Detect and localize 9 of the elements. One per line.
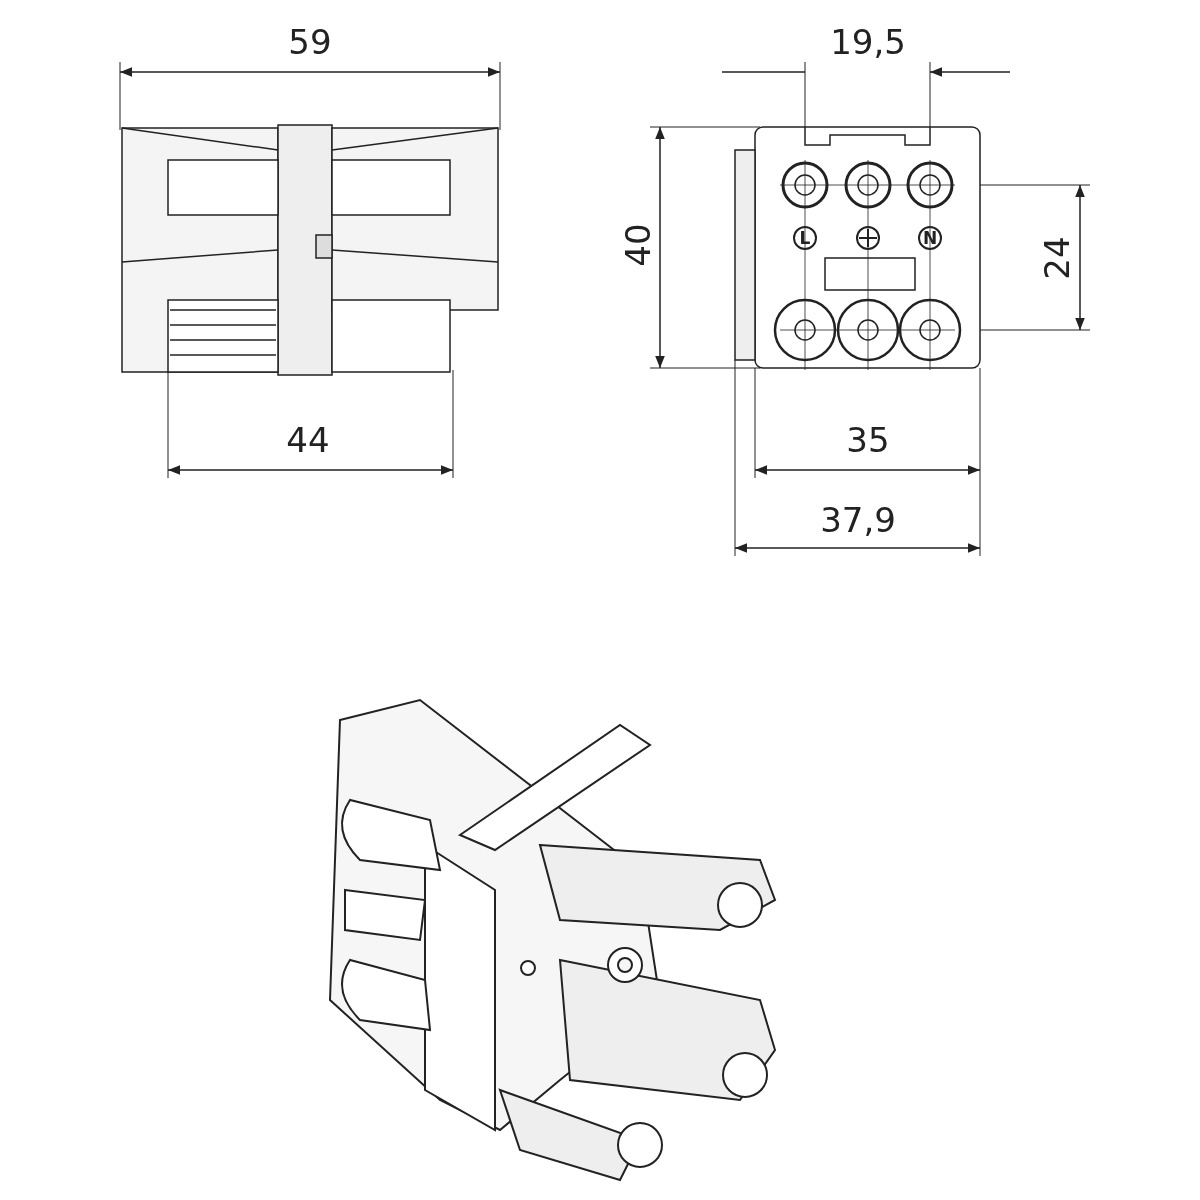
dimension-label: 37,9 [820, 503, 896, 537]
dimension-label: 24 [1040, 236, 1074, 280]
dimension-label: 19,5 [830, 25, 906, 59]
pin-marking: L [793, 226, 817, 250]
dimension-label: 35 [846, 423, 890, 457]
dimension-label: 59 [288, 25, 332, 59]
dimension-label: 40 [621, 223, 655, 267]
pin-marking: N [918, 226, 942, 250]
dimension-label: 44 [286, 423, 330, 457]
